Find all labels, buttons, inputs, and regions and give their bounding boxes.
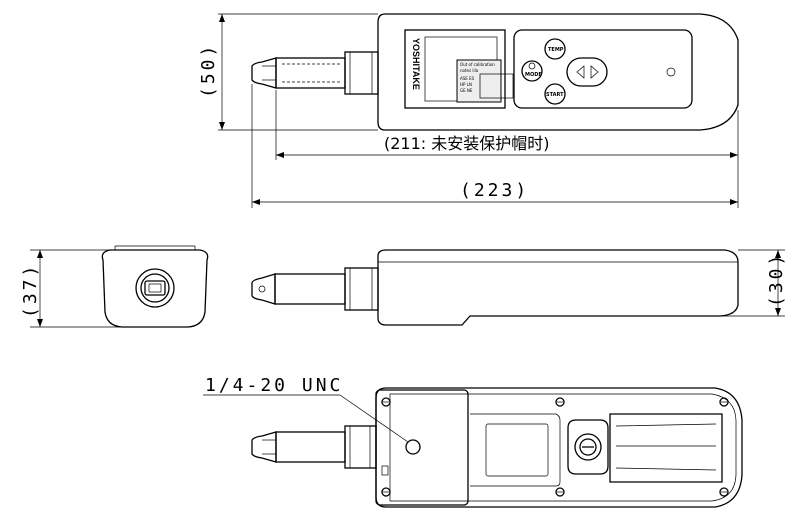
- temp-button-label: TEMP: [548, 47, 564, 53]
- side-probe-tip: [251, 273, 276, 305]
- end-body-outline: [101, 249, 209, 328]
- svg-text:Out of calibration: Out of calibration: [460, 62, 495, 67]
- probe-tip: [251, 57, 277, 89]
- top-body-outline: [377, 13, 739, 131]
- side-body-outline: [377, 249, 739, 326]
- thread-spec-label: 1/4-20 UNC: [205, 375, 343, 396]
- dim-width-end: (37): [20, 263, 41, 318]
- temp-button[interactable]: [544, 38, 566, 60]
- dim-height-top: (50): [198, 43, 219, 98]
- svg-text:ASE ES: ASE ES: [460, 76, 475, 81]
- end-view: (37): [20, 245, 209, 328]
- top-view: Out of calibration notes lila ASE ES HP …: [198, 13, 739, 208]
- start-button-label: START: [546, 92, 564, 98]
- dim-height-side: (30): [766, 252, 787, 307]
- display-label: [456, 59, 502, 103]
- bottom-view: 1/4-20 UNC: [203, 375, 743, 508]
- arrow-button-pad[interactable]: [566, 57, 608, 87]
- svg-text:GE NE: GE NE: [460, 88, 473, 93]
- back-panel: [609, 413, 723, 483]
- probe-end-outer: [135, 268, 175, 308]
- brand-logo: YOSHITAKE: [411, 38, 421, 90]
- indicator-led: [666, 67, 676, 77]
- svg-text:notes lila: notes lila: [460, 68, 479, 73]
- bottom-probe-tip: [251, 431, 277, 463]
- lcd-display: [404, 29, 506, 109]
- dim-length-no-cap: (211: 未安装保护帽时): [384, 134, 550, 153]
- right-arrow-icon: [590, 65, 599, 79]
- hanger-area: [567, 419, 609, 475]
- keypad-panel: [513, 29, 693, 109]
- probe-shaft: [275, 57, 346, 89]
- dim-length-total: (223): [460, 180, 529, 201]
- mode-button[interactable]: [521, 60, 543, 82]
- tripod-socket: [405, 439, 421, 455]
- power-icon: [528, 62, 536, 70]
- svg-text:HP LN: HP LN: [460, 82, 472, 87]
- side-view: (30): [251, 249, 787, 326]
- mode-button-label: MODE: [525, 72, 542, 78]
- display-tag: [479, 73, 514, 99]
- start-button[interactable]: [544, 83, 566, 105]
- left-arrow-icon: [576, 65, 585, 79]
- hanger-screw: [574, 433, 602, 461]
